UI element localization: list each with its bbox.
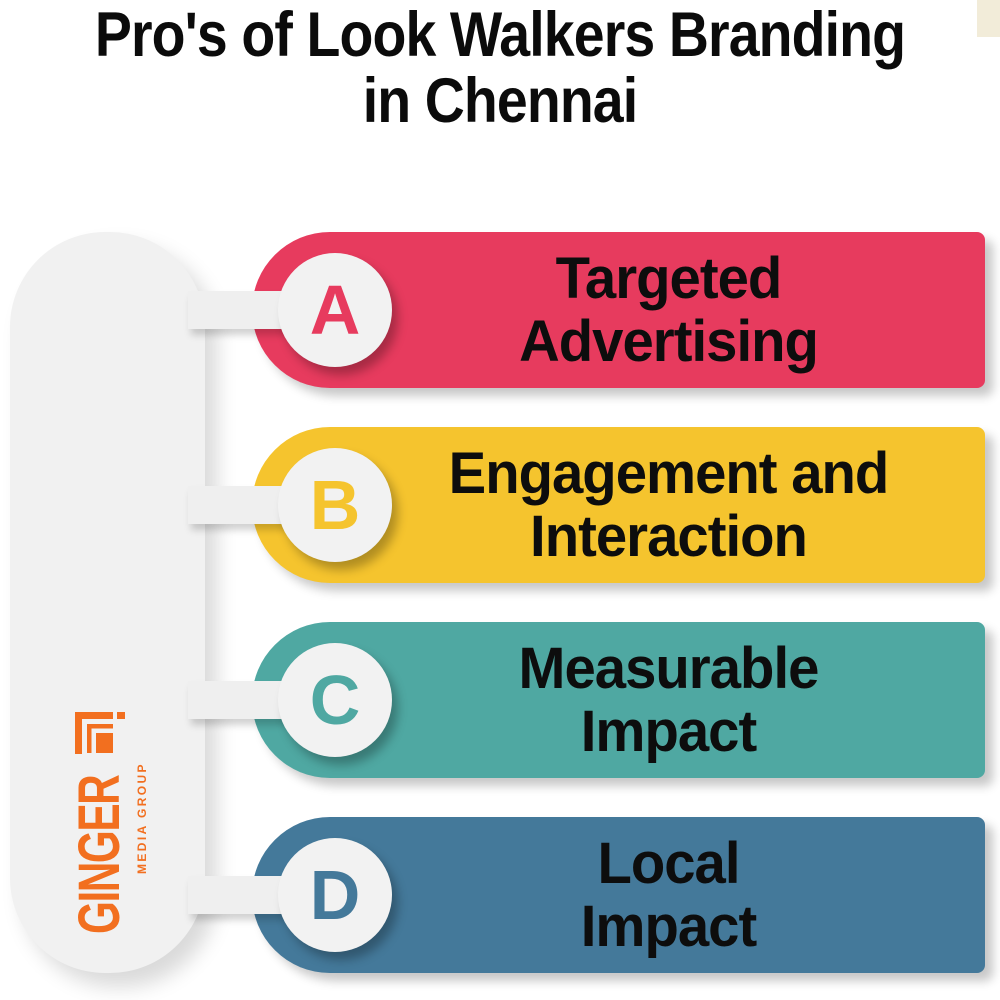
benefit-label: Local Impact	[580, 831, 757, 959]
brand-logo: GINGER MEDIA GROUP	[10, 232, 205, 973]
marker-letter: D	[309, 856, 361, 934]
brand-name: GINGER	[67, 775, 132, 934]
marker-circle-b: B	[278, 448, 392, 562]
benefit-label: Engagement and Interaction	[448, 441, 890, 569]
corner-accent-shape	[977, 0, 1000, 37]
benefit-label: Measurable Impact	[518, 636, 820, 764]
brand-tagline: MEDIA GROUP	[135, 762, 149, 874]
marker-letter: A	[309, 271, 361, 349]
brand-logo-icon	[75, 712, 125, 754]
benefit-bar-engagement-interaction: Engagement and Interaction	[252, 427, 985, 583]
benefit-label: Targeted Advertising	[519, 246, 819, 374]
page-title: Pro's of Look Walkers Branding in Chenna…	[60, 2, 940, 134]
marker-circle-d: D	[278, 838, 392, 952]
page-title-line2: in Chennai	[362, 66, 638, 136]
logo-panel: GINGER MEDIA GROUP	[10, 232, 205, 973]
page-title-line1: Pro's of Look Walkers Branding	[94, 0, 906, 70]
marker-letter: C	[309, 661, 361, 739]
marker-circle-a: A	[278, 253, 392, 367]
marker-circle-c: C	[278, 643, 392, 757]
marker-letter: B	[309, 466, 361, 544]
